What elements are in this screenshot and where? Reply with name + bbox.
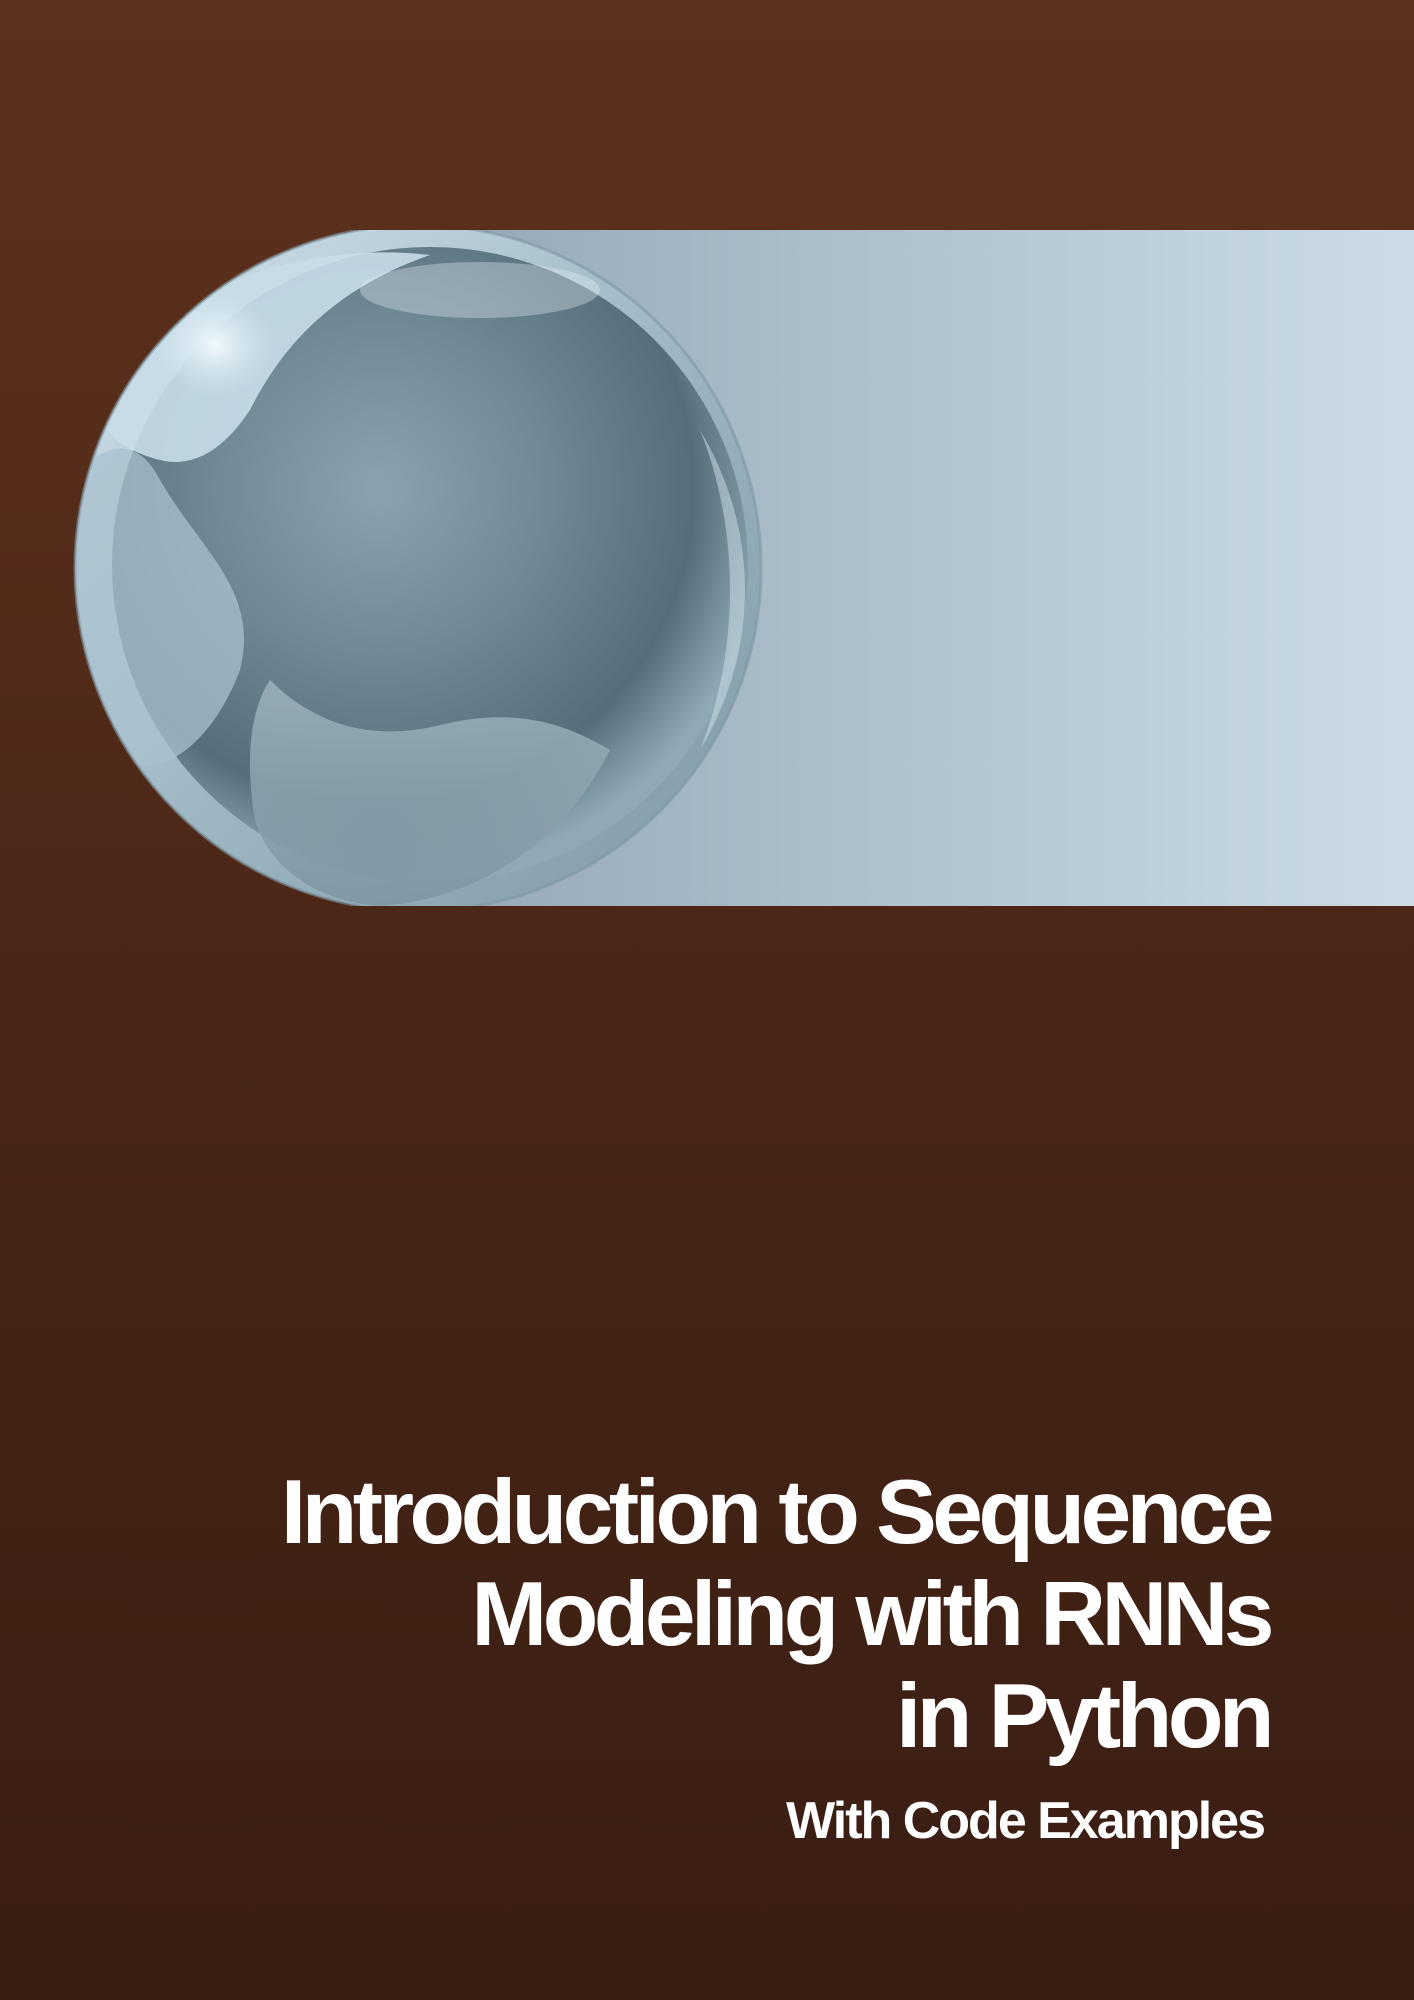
book-subtitle: With Code Examples [786, 1792, 1266, 1850]
book-title-line-3: in Python [895, 1666, 1275, 1767]
book-title-line-2: Modeling with RNNs [471, 1564, 1274, 1665]
book-title-line-1: Introduction to Sequence [280, 1462, 1275, 1563]
title-block: Introduction to Sequence Modeling with R… [70, 1462, 1275, 1852]
sphere-band-art [73, 230, 1414, 906]
glossy-sphere [73, 230, 763, 906]
cover-illustration [0, 230, 1414, 906]
